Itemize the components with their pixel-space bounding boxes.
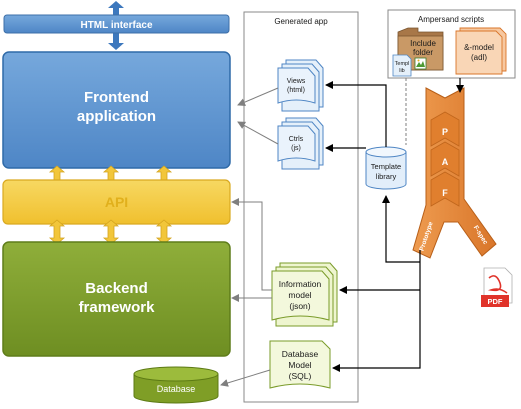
database-label: Database [157,384,196,394]
include-image-icon [414,57,427,70]
adl-model-pages: &-model (adl) [455,27,507,75]
db-model-to-database-arrow [220,369,271,387]
gray-connectors [220,78,407,387]
views-label-line1: Views [287,78,306,85]
ctrls-pages: Ctrls (js) [277,117,324,170]
template-library-label-line1: Template [371,162,401,171]
api-box: API [2,179,231,225]
pipeline-step-p-label: P [442,127,448,137]
backend-label-line2: framework [79,299,156,316]
templ-lib-page: Templ lib [392,54,412,77]
pipeline-step-f-label: F [442,188,448,198]
include-folder-label-line2: folder [413,48,433,57]
frontend-label-line2: application [77,108,156,125]
information-model-label-line2: model [288,290,311,300]
frontend-label-line1: Frontend [84,89,149,106]
generated-app-title: Generated app [274,17,328,26]
pipeline-step-f: F [430,171,460,207]
backend-framework-box: Backend framework [2,241,231,357]
info-model-to-api-arrow [231,198,272,291]
black-connectors [325,78,464,372]
adl-label-line1: &-model [464,43,494,52]
database-cylinder: Database [133,366,219,404]
database-model-page: Database Model (SQL) [269,340,331,389]
backend-label-line1: Backend [85,280,148,297]
information-model-label-line1: Information [279,279,322,289]
templ-label-line1: Templ [395,61,410,67]
ctrls-label-line1: Ctrls [289,136,304,143]
prototype-to-db-model-arrow [332,250,421,372]
pdf-icon: PDF [481,267,513,307]
pipeline-step-a: A [430,141,460,177]
html-interface-bar: HTML interface [3,1,230,50]
include-folder-label-line1: Include [410,39,436,48]
adl-label-line2: (adl) [471,53,487,62]
ctrls-label-line2: (js) [291,145,301,152]
views-label-line2: (html) [287,87,305,94]
database-model-label-line1: Database [282,349,319,359]
ampersand-compiler: P A F Ampersand Prototype F-spec [412,87,497,259]
pipeline-step-a-label: A [442,157,449,167]
pdf-label: PDF [488,297,503,306]
views-to-frontend-arrow [237,87,279,106]
frontend-application-box: Frontend application [2,51,231,169]
ampersand-label: Ampersand [467,123,477,170]
template-to-views-arrow [325,81,387,147]
database-model-label-line3: (SQL) [289,371,312,381]
template-library-label-line2: library [376,172,397,181]
database-model-label-line2: Model [288,360,311,370]
template-library-cylinder: Template library [365,146,407,190]
views-pages: Views (html) [277,59,324,112]
prototype-to-template-arrow [382,195,420,263]
information-model-pages: Information model (json) [271,262,338,327]
information-model-label-line3: (json) [289,301,310,311]
ampersand-scripts-title: Ampersand scripts [418,15,484,24]
api-backend-arrows [48,219,173,245]
templ-label-line2: lib [399,68,405,74]
html-interface-label: HTML interface [80,20,152,31]
ctrls-to-frontend-arrow [237,121,279,145]
pipeline-step-p: P [430,111,460,147]
api-label: API [105,194,128,210]
